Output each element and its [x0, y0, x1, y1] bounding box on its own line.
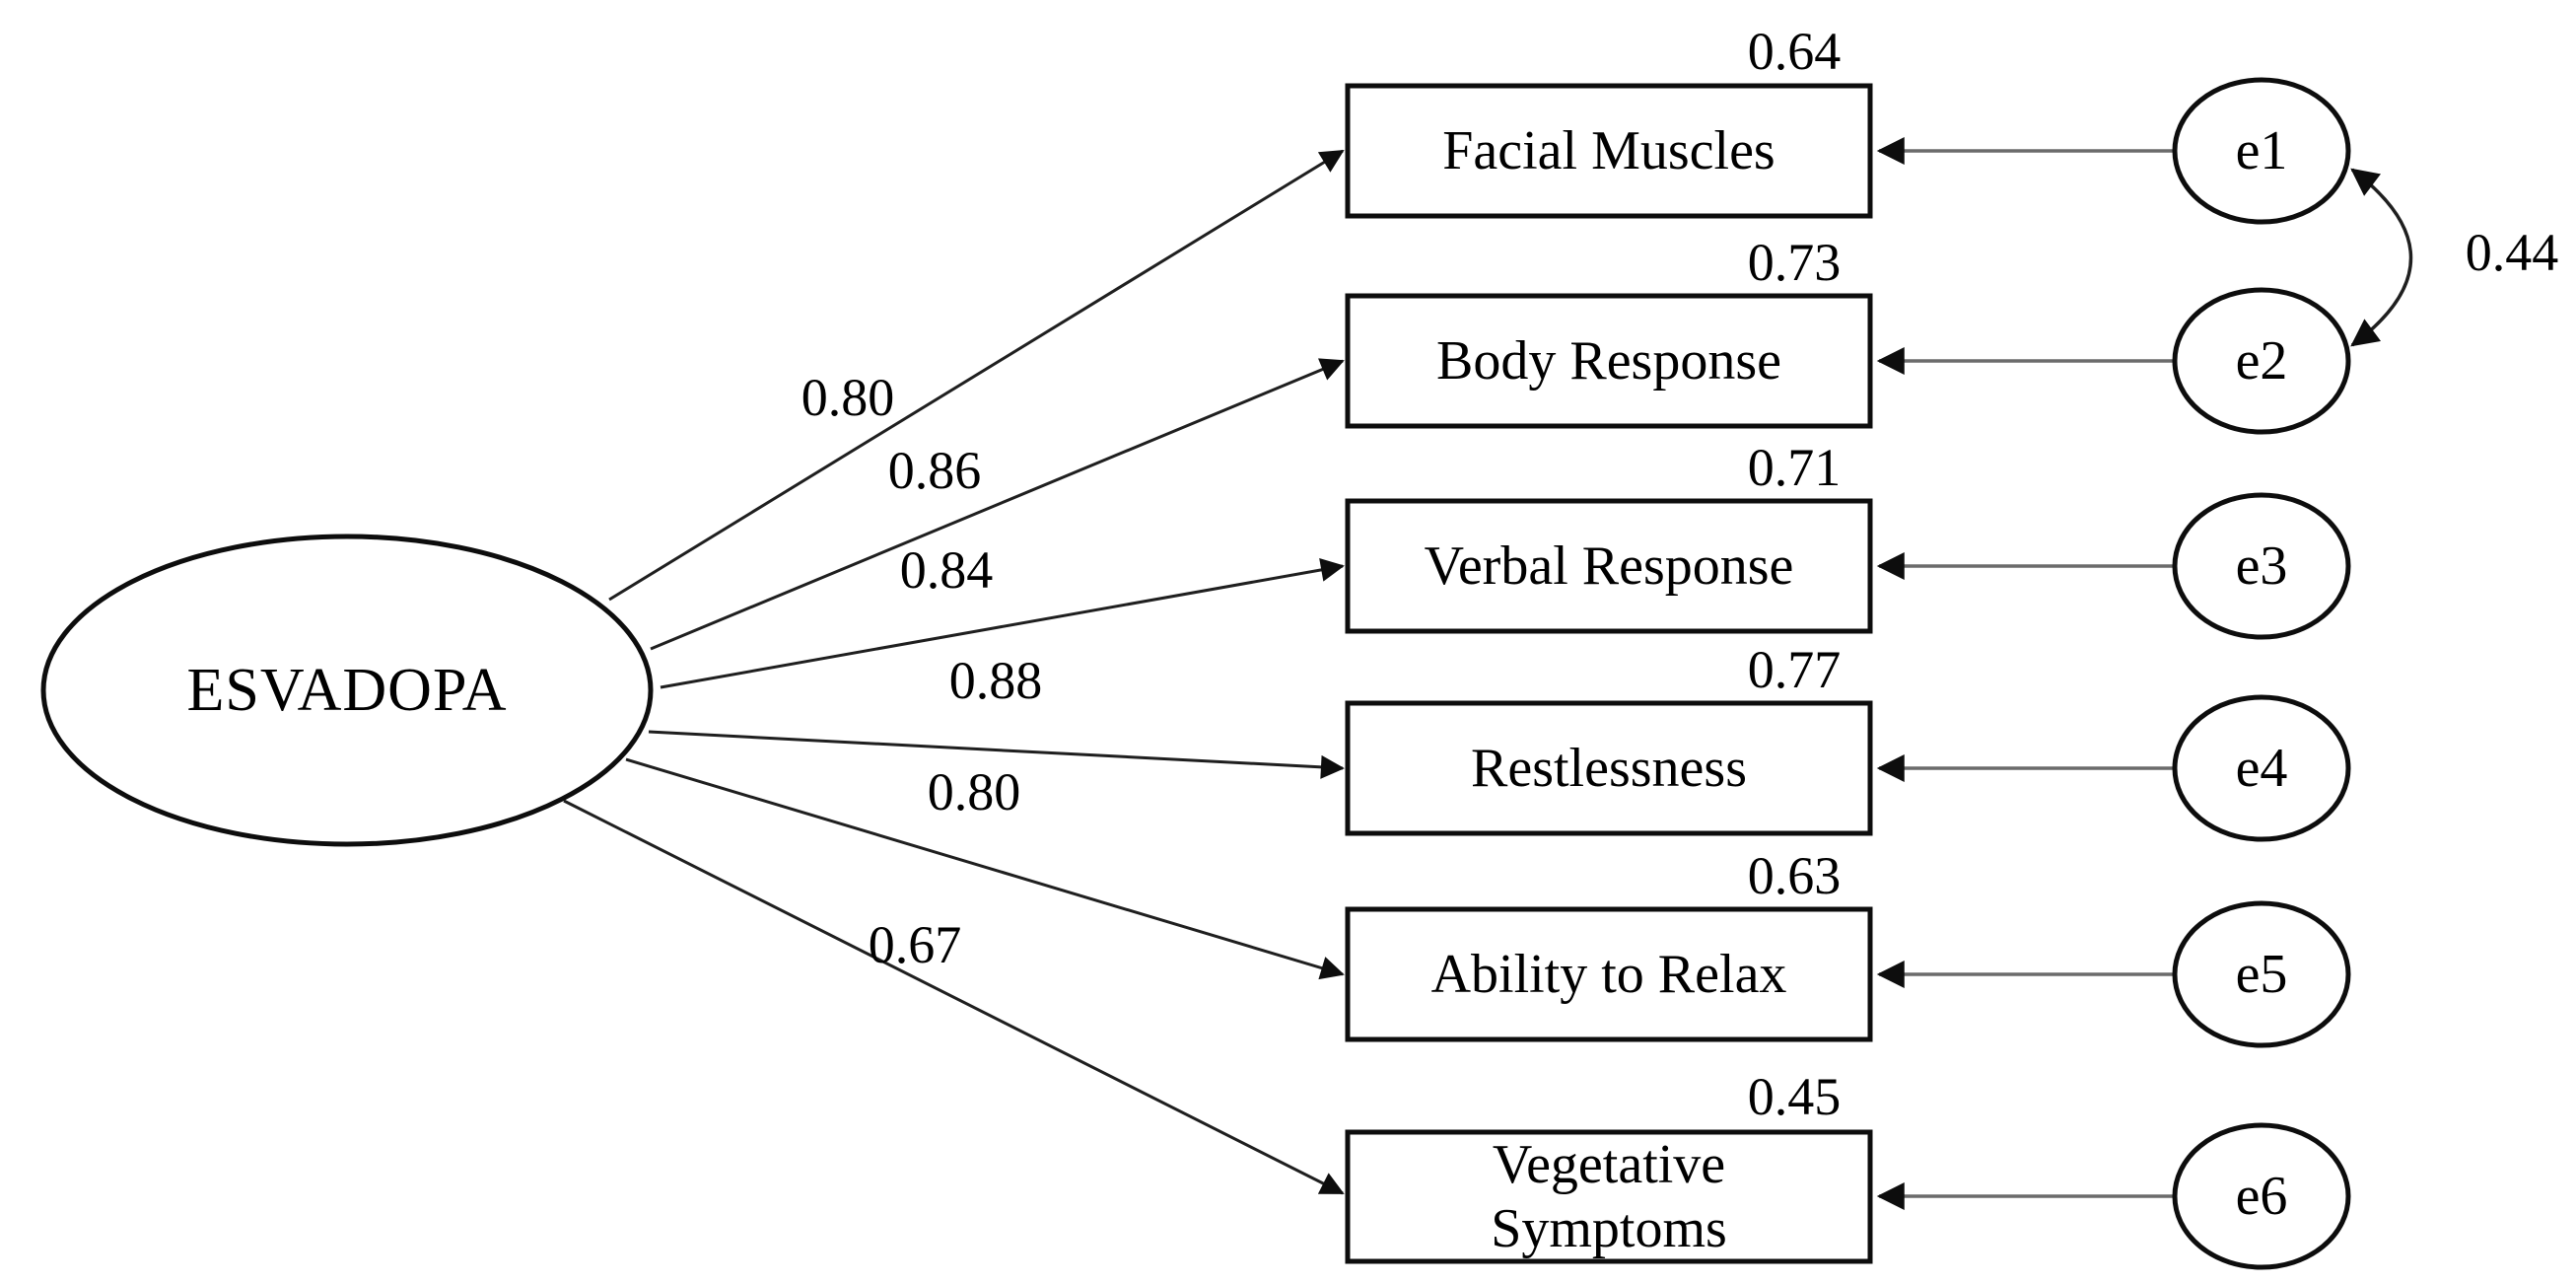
indicator-box-vegetative-symptoms [1345, 1129, 1873, 1264]
loading-label-verbal-response: 0.84 [900, 540, 994, 600]
indicator-box-body-response [1345, 293, 1873, 429]
loading-arrow-facial-muscles [608, 149, 1345, 602]
indicator-box-restlessness [1345, 700, 1873, 836]
indicator-label-facial-muscles: Facial Muscles [1442, 120, 1775, 181]
loading-arrow-vegetative-symptoms [563, 799, 1345, 1195]
latent-label: ESVADOPA [186, 657, 507, 724]
error-circle-e5 [2172, 900, 2351, 1048]
loading-label-facial-muscles: 0.80 [801, 368, 895, 427]
covariance-arrow-e1-e2 [2350, 168, 2413, 347]
indicator-box-verbal-response [1345, 498, 1873, 634]
indicator-label-restlessness: Restlessness [1471, 738, 1747, 799]
loading-arrow-ability-to-relax [625, 757, 1345, 980]
r2-label-restlessness: 0.77 [1748, 640, 1842, 699]
loading-label-ability-to-relax: 0.80 [928, 762, 1021, 821]
loading-arrow-restlessness [648, 730, 1345, 779]
indicator-box-facial-muscles [1345, 83, 1873, 219]
error-circle-e2 [2172, 287, 2351, 435]
loading-arrow-body-response [650, 358, 1345, 651]
loading-arrow-verbal-response [660, 558, 1345, 689]
indicator-label-verbal-response: Verbal Response [1425, 535, 1794, 597]
r2-label-ability-to-relax: 0.63 [1748, 846, 1842, 905]
error-circle-e3 [2172, 492, 2351, 640]
error-circle-e4 [2172, 694, 2351, 842]
error-label-e4: e4 [2236, 738, 2288, 799]
r2-label-vegetative-symptoms: 0.45 [1748, 1067, 1842, 1126]
loading-label-vegetative-symptoms: 0.67 [869, 915, 962, 974]
error-label-e6: e6 [2236, 1166, 2288, 1227]
indicator-label-body-response: Body Response [1436, 330, 1781, 392]
error-circle-e6 [2172, 1122, 2351, 1270]
r2-label-facial-muscles: 0.64 [1748, 22, 1842, 81]
error-label-e5: e5 [2236, 944, 2288, 1005]
indicator-label-symptoms: Symptoms [1491, 1198, 1727, 1259]
loading-label-restlessness: 0.88 [949, 651, 1043, 710]
error-label-e3: e3 [2236, 535, 2288, 597]
indicator-label-ability-to-relax: Ability to Relax [1431, 944, 1787, 1005]
indicator-label-vegetative: Vegetative [1493, 1134, 1725, 1195]
error-label-e1: e1 [2236, 120, 2288, 181]
error-circle-e1 [2172, 77, 2351, 225]
covariance-label-e1-e2: 0.44 [2466, 223, 2559, 282]
r2-label-verbal-response: 0.71 [1748, 438, 1842, 497]
loading-label-body-response: 0.86 [888, 441, 982, 500]
r2-label-body-response: 0.73 [1748, 233, 1842, 292]
error-label-e2: e2 [2236, 330, 2288, 392]
indicator-box-ability-to-relax [1345, 906, 1873, 1042]
latent-ellipse [40, 534, 654, 847]
